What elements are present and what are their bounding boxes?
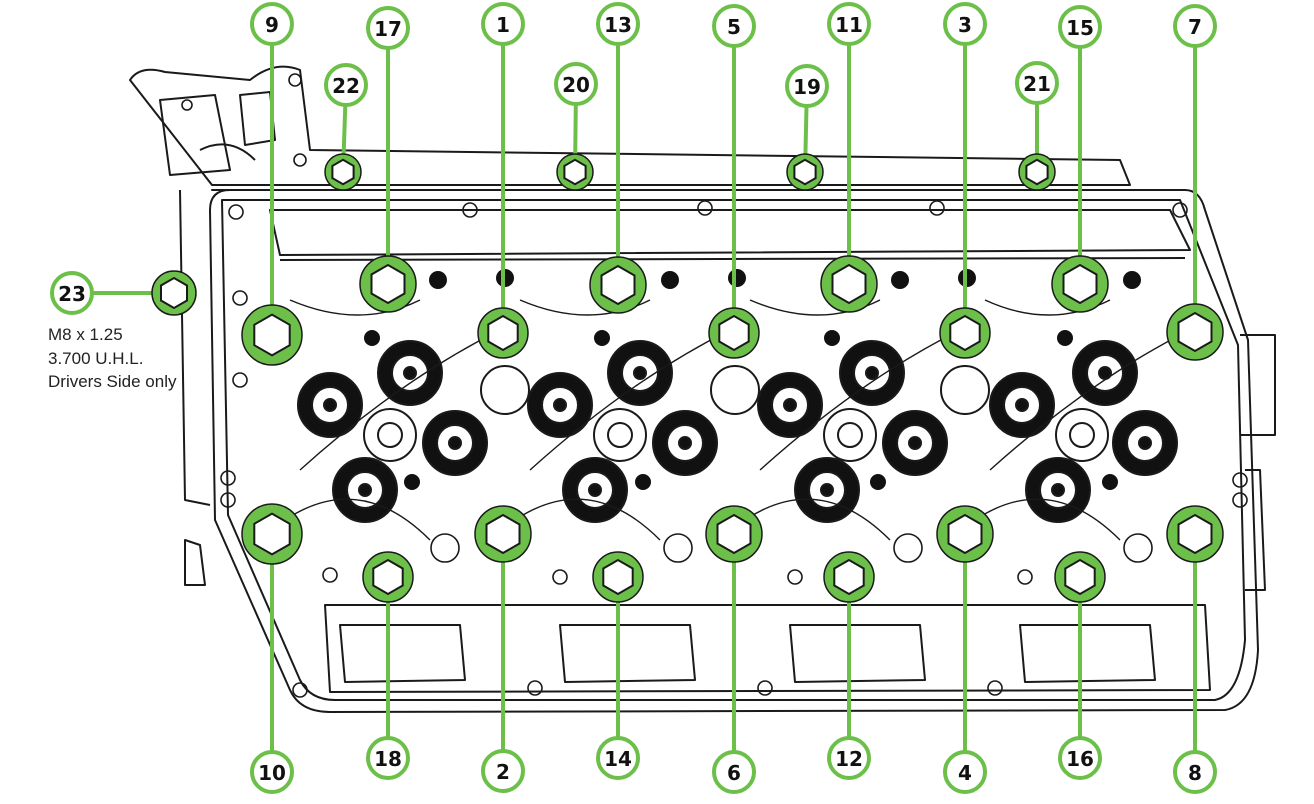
bolt-number-23: 23 (58, 282, 86, 306)
bolt-head-8 (1166, 505, 1224, 563)
bolt-label-20: 20 (554, 62, 598, 106)
bolt-head-10 (241, 503, 303, 565)
bolt-label-21: 21 (1015, 61, 1059, 105)
bolt-label-1: 1 (481, 2, 525, 46)
bolt-head-11 (820, 255, 878, 313)
bolt-head-6 (705, 505, 763, 563)
bolt-head-1 (477, 307, 529, 359)
bolt-number-16: 16 (1066, 747, 1094, 771)
leader-lines (90, 42, 1197, 754)
bolt-label-4: 4 (943, 750, 987, 794)
bolt-label-3: 3 (943, 2, 987, 46)
bolt-number-17: 17 (374, 17, 402, 41)
note-line-length: 3.700 U.H.L. (48, 349, 143, 368)
bolt-number-7: 7 (1188, 15, 1202, 39)
bolt-number-12: 12 (835, 747, 863, 771)
bolt-label-12: 12 (827, 736, 871, 780)
cylinder-head-drawing (129, 65, 1276, 713)
bolt-head-18 (362, 551, 414, 603)
bolt-number-6: 6 (727, 761, 741, 785)
bolt-head-17 (359, 255, 417, 313)
bolt-number-19: 19 (793, 75, 821, 99)
bolt-label-23: 23 (50, 271, 94, 315)
bolt-number-2: 2 (496, 760, 510, 784)
bolt-label-14: 14 (596, 736, 640, 780)
bolt-label-13: 13 (596, 2, 640, 46)
leader-line-20 (573, 102, 578, 158)
bolt-head-14 (592, 551, 644, 603)
bolt-number-9: 9 (265, 13, 279, 37)
bolt-number-22: 22 (332, 74, 360, 98)
bolt-label-11: 11 (827, 2, 871, 46)
bolt-label-7: 7 (1173, 4, 1217, 48)
bolt-head-5 (708, 307, 760, 359)
bolt-label-18: 18 (366, 736, 410, 780)
bolt-head-16 (1054, 551, 1106, 603)
bolt-number-5: 5 (727, 15, 741, 39)
bolt-head-23 (151, 270, 197, 316)
bolt-head-12 (823, 551, 875, 603)
bolt-label-19: 19 (785, 64, 829, 108)
bolt-label-15: 15 (1058, 5, 1102, 49)
bolt-label-8: 8 (1173, 750, 1217, 794)
bolt-head-3 (939, 307, 991, 359)
bolt-number-1: 1 (496, 13, 510, 37)
bolt-number-13: 13 (604, 13, 632, 37)
bolt-label-5: 5 (712, 4, 756, 48)
bolt-head-20 (556, 153, 594, 191)
leader-line-22 (341, 103, 348, 158)
bolt-number-14: 14 (604, 747, 632, 771)
bolt-label-2: 2 (481, 749, 525, 793)
bolt-label-10: 10 (250, 750, 294, 794)
bolt-number-21: 21 (1023, 72, 1051, 96)
bolt-head-22 (324, 153, 362, 191)
bolt-number-3: 3 (958, 13, 972, 37)
bolt-number-20: 20 (562, 73, 590, 97)
bolt-label-9: 9 (250, 2, 294, 46)
bolt-label-6: 6 (712, 750, 756, 794)
bolt-head-4 (936, 505, 994, 563)
leader-line-19 (803, 104, 809, 158)
bolt-head-13 (589, 256, 647, 314)
note-line-thread: M8 x 1.25 (48, 325, 123, 344)
bolt-head-21 (1018, 153, 1056, 191)
bolt-label-16: 16 (1058, 736, 1102, 780)
bolt-head-9 (241, 304, 303, 366)
bolt-head-15 (1051, 255, 1109, 313)
bolt-head-2 (474, 505, 532, 563)
bolt-number-15: 15 (1066, 16, 1094, 40)
bolt-number-18: 18 (374, 747, 402, 771)
bolt-number-10: 10 (258, 761, 286, 785)
bolt-head-7 (1166, 303, 1224, 361)
note-line-side: Drivers Side only (48, 372, 177, 391)
bolt-label-17: 17 (366, 6, 410, 50)
bolt-number-8: 8 (1188, 761, 1202, 785)
bolt-number-4: 4 (958, 761, 972, 785)
bolt-head-19 (786, 153, 824, 191)
bolt-number-11: 11 (835, 13, 863, 37)
bolt-label-22: 22 (324, 63, 368, 107)
